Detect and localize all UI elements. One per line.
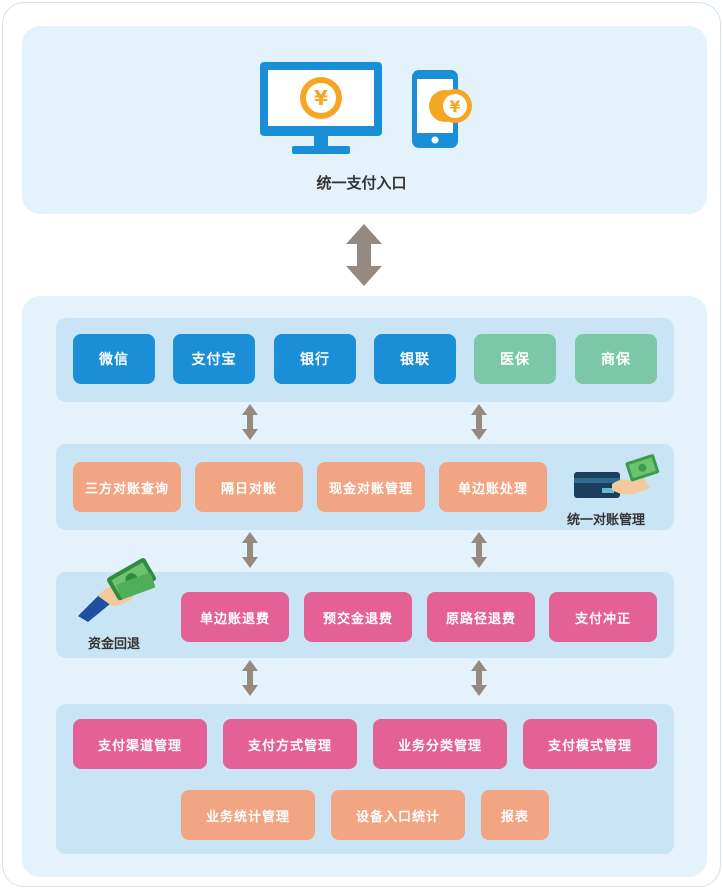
bidirectional-arrow-icon <box>242 660 258 696</box>
channel-wechat-button[interactable]: 微信 <box>73 334 155 384</box>
fund-refund-label: 资金回退 <box>88 637 141 652</box>
business-category-management-button[interactable]: 业务分类管理 <box>373 719 507 769</box>
report-button[interactable]: 报表 <box>481 790 549 840</box>
payment-method-management-button[interactable]: 支付方式管理 <box>223 719 357 769</box>
channel-commercial-insurance-button[interactable]: 商保 <box>575 334 657 384</box>
payment-channel-management-button[interactable]: 支付渠道管理 <box>73 719 207 769</box>
payment-entry-title: 统一支付入口 <box>316 174 407 192</box>
payment-mode-management-button[interactable]: 支付模式管理 <box>523 719 657 769</box>
monitor-yuan-icon: ¥ <box>260 62 382 154</box>
next-day-reconciliation-button[interactable]: 隔日对账 <box>195 462 303 512</box>
bidirectional-arrow-icon <box>242 532 258 568</box>
bidirectional-arrow-icon <box>346 224 382 286</box>
reconciliation-management-label: 统一对账管理 <box>567 513 646 528</box>
one-sided-account-refund-button[interactable]: 单边账退费 <box>181 592 289 642</box>
svg-text:¥: ¥ <box>314 86 328 110</box>
bidirectional-arrow-icon <box>471 532 487 568</box>
original-path-refund-button[interactable]: 原路径退费 <box>427 592 535 642</box>
third-party-reconciliation-query-button[interactable]: 三方对账查询 <box>73 462 181 512</box>
bidirectional-arrow-icon <box>471 660 487 696</box>
cash-reconciliation-management-button[interactable]: 现金对账管理 <box>317 462 425 512</box>
business-statistics-management-button[interactable]: 业务统计管理 <box>181 790 315 840</box>
card-money-icon <box>574 454 660 498</box>
money-hand-icon <box>78 557 156 622</box>
channel-alipay-button[interactable]: 支付宝 <box>173 334 255 384</box>
channel-bank-button[interactable]: 银行 <box>274 334 356 384</box>
channel-medical-insurance-button[interactable]: 医保 <box>474 334 556 384</box>
bidirectional-arrow-icon <box>242 404 258 440</box>
one-sided-account-processing-button[interactable]: 单边账处理 <box>439 462 547 512</box>
prepayment-refund-button[interactable]: 预交金退费 <box>304 592 412 642</box>
phone-yuan-icon: ¥ <box>412 70 472 148</box>
svg-text:¥: ¥ <box>449 97 460 116</box>
channel-band <box>56 318 674 402</box>
payment-reversal-button[interactable]: 支付冲正 <box>549 592 657 642</box>
channel-unionpay-button[interactable]: 银联 <box>374 334 456 384</box>
bidirectional-arrow-icon <box>471 404 487 440</box>
device-entry-statistics-button[interactable]: 设备入口统计 <box>331 790 465 840</box>
